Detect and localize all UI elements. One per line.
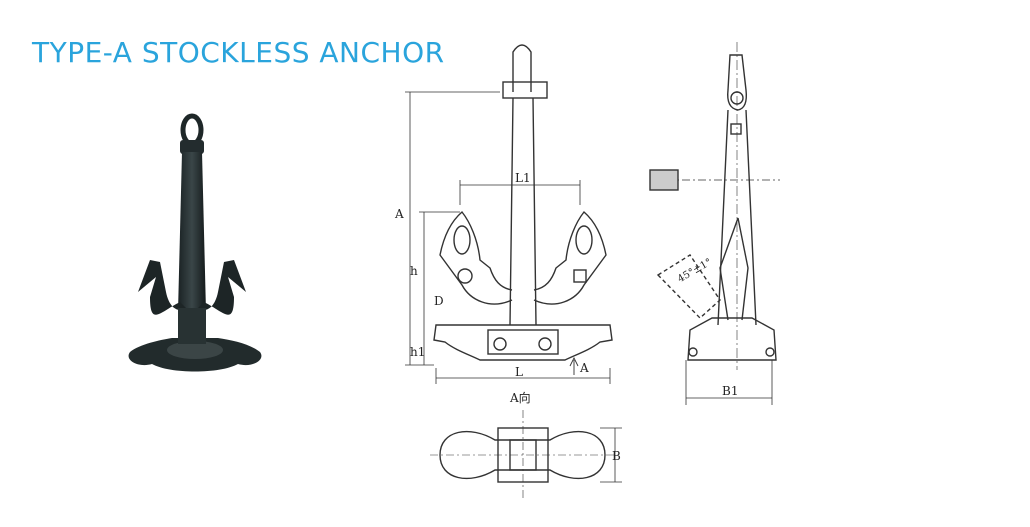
label-L: L	[515, 365, 523, 379]
anchor-photo	[128, 113, 262, 372]
label-arrow-A: A	[579, 361, 589, 375]
label-A: A	[394, 207, 404, 221]
label-B: B	[612, 449, 621, 463]
label-D: D	[434, 294, 444, 308]
label-B1: B1	[722, 384, 738, 398]
page-title: TYPE-A STOCKLESS ANCHOR	[32, 36, 445, 69]
label-h1: h1	[410, 345, 425, 359]
label-A-direction: A向	[509, 390, 531, 405]
label-h: h	[410, 264, 418, 278]
label-L1: L1	[515, 171, 531, 185]
